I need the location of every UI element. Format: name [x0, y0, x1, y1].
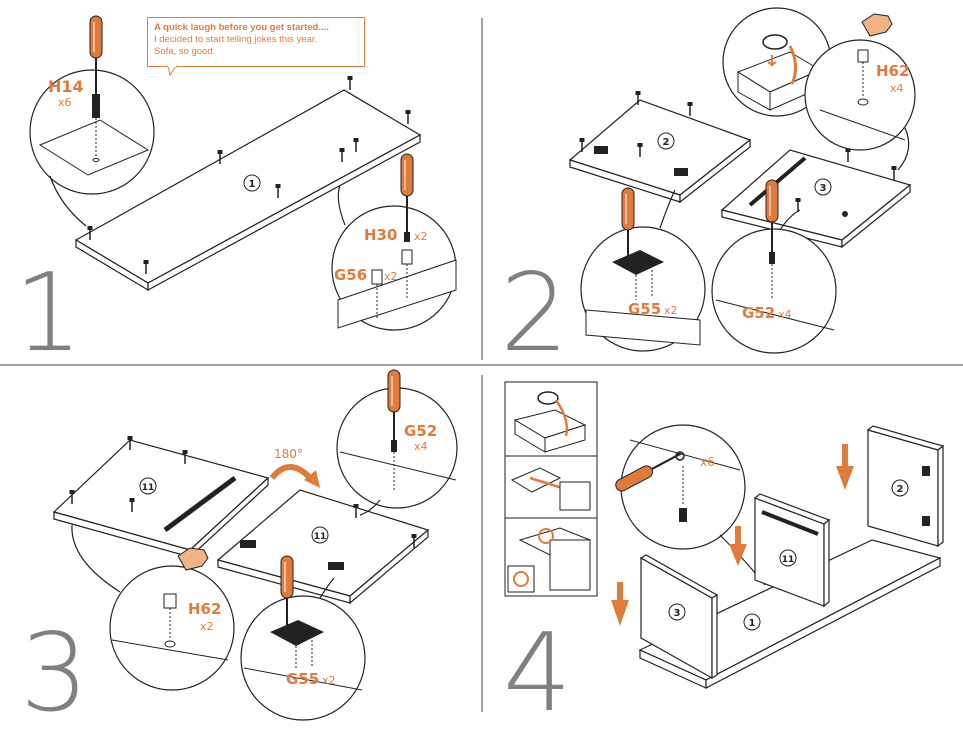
part-code-h14: H14 [48, 77, 84, 96]
step-3: 3 11 180° [20, 369, 458, 733]
part-code-g55-step2: G55 [628, 300, 661, 318]
part-code-h62-step2: H62 [876, 62, 909, 80]
panel-1-board: 1 [74, 75, 422, 292]
step-number-1: 1 [14, 251, 83, 376]
part-qty-g55-step3: x2 [322, 674, 336, 687]
part-qty-g55-step2: x2 [664, 304, 678, 317]
step-number-3: 3 [20, 611, 89, 733]
part-code-h30: H30 [364, 226, 397, 244]
joke-line-2: Sofa, so good. [154, 46, 216, 57]
panel-11-middle: 11 [753, 493, 831, 608]
part-qty-h62-step3: x2 [200, 620, 214, 633]
panel-label-2: 2 [663, 137, 670, 148]
step-1: 1 1 H14 x6 [14, 15, 457, 376]
part-code-g56: G56 [334, 266, 367, 284]
step-2: 2 2 3 [500, 7, 916, 376]
zoom-circle-x6: x6 [615, 424, 766, 586]
part-qty-h14: x6 [58, 96, 72, 109]
part-code-h62-step3: H62 [188, 600, 221, 618]
panel-label-3: 3 [820, 183, 827, 194]
panel-label-1-step4: 1 [749, 618, 756, 629]
step-number-2: 2 [500, 251, 569, 376]
zoom-circle-cam-lock [722, 7, 832, 117]
panel-11-left-board: 11 [52, 435, 270, 559]
joke-line-1: I decided to start telling jokes this ye… [154, 34, 318, 45]
down-arrow-icon [611, 444, 854, 626]
part-qty-x6: x6 [700, 455, 715, 469]
part-qty-h30: x2 [414, 230, 428, 243]
part-code-g52-step2: G52 [742, 304, 775, 322]
step-number-4: 4 [503, 611, 572, 733]
panel-label-11-left: 11 [142, 483, 155, 493]
joke-title: A quick laugh before you get started.... [154, 22, 329, 33]
part-code-g55-step3: G55 [286, 670, 319, 688]
panel-3-side: 3 [639, 554, 719, 680]
zoom-circle-g55-step3: G55 x2 [240, 555, 366, 721]
step-4: 4 [503, 381, 945, 733]
panel-label-3-step4: 3 [674, 608, 681, 619]
panel-3-board: 3 [720, 147, 912, 249]
joke-callout: A quick laugh before you get started....… [147, 17, 365, 67]
zoom-circle-h30-g56: H30 x2 G56 x2 [331, 153, 457, 331]
part-qty-h62-step2: x4 [890, 82, 904, 95]
zoom-circle-g55-step2: G55 x2 [580, 187, 706, 352]
part-qty-g52-step3: x4 [414, 440, 428, 453]
panel-label-1: 1 [249, 179, 256, 190]
panel-label-11-step4: 11 [782, 555, 795, 565]
cam-lock-detail-inset [504, 381, 598, 597]
zoom-circle-h14: H14 x6 [29, 15, 155, 227]
part-qty-g52-step2: x4 [778, 308, 792, 321]
rotation-label: 180° [274, 447, 303, 461]
panel-2-back: 2 [866, 425, 945, 548]
part-qty-g56: x2 [384, 270, 398, 283]
zoom-circle-h62: H62 x4 [804, 13, 916, 171]
panel-label-11-right: 11 [314, 532, 327, 542]
panel-2-board: 2 [568, 90, 752, 204]
zoom-circle-g52-step3: G52 x4 [336, 369, 458, 516]
zoom-circle-h62-step3: H62 x2 [71, 524, 235, 691]
panel-label-2-step4: 2 [897, 484, 904, 495]
zoom-circle-g52-step2: G52 x4 [711, 179, 837, 354]
part-code-g52-step3: G52 [404, 422, 437, 440]
rotation-arrow: 180° [269, 447, 320, 488]
